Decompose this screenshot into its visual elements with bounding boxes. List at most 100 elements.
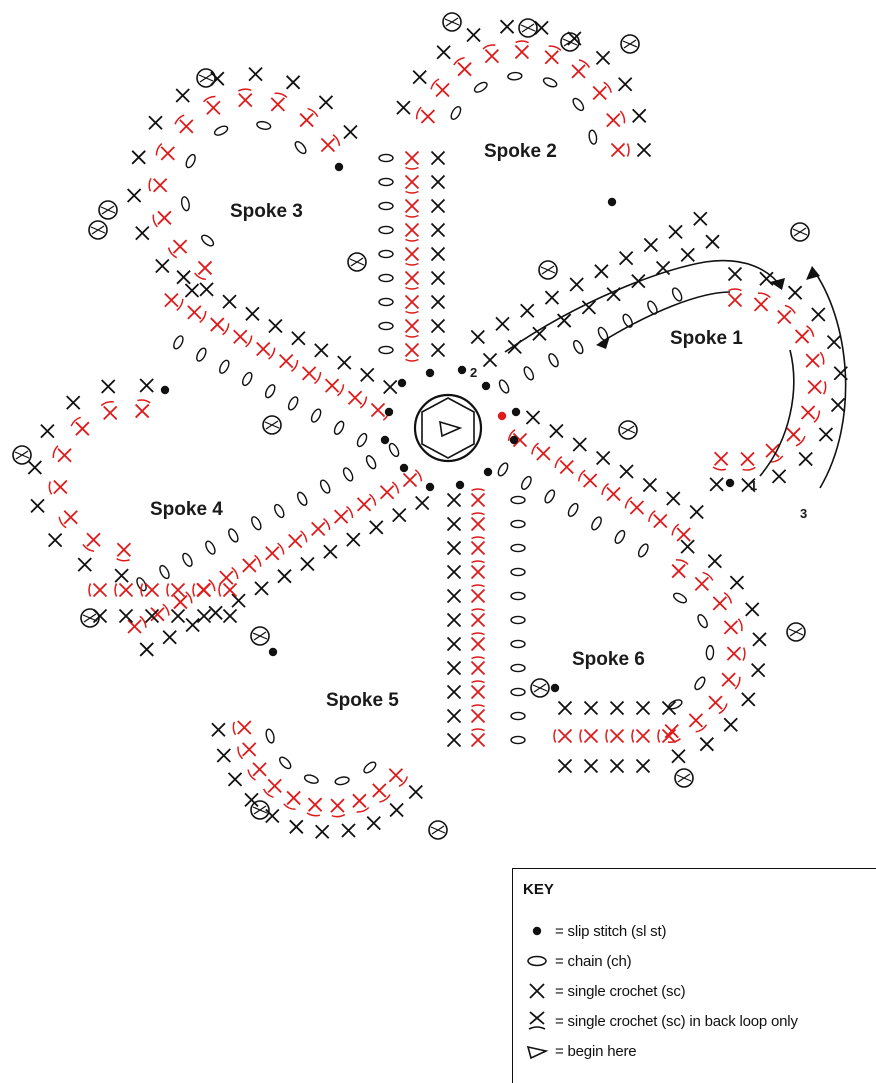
single-crochet-mark bbox=[448, 734, 461, 747]
single-crochet-mark bbox=[413, 71, 426, 84]
back-loop-mark bbox=[357, 808, 369, 813]
single-crochet-mark bbox=[67, 396, 80, 409]
spoke-5-label: Spoke 5 bbox=[326, 690, 399, 711]
single-crochet-mark bbox=[432, 200, 445, 213]
single-crochet-mark bbox=[484, 354, 497, 367]
single-crochet-mark bbox=[620, 465, 633, 478]
back-loop-mark bbox=[177, 299, 183, 310]
back-loop-mark bbox=[346, 506, 352, 517]
single-crochet-mark bbox=[49, 534, 62, 547]
chain-mark bbox=[293, 140, 308, 155]
single-crochet-mark bbox=[384, 381, 397, 394]
single-crochet-mark bbox=[448, 686, 461, 699]
single-crochet-mark bbox=[280, 355, 293, 368]
slip-stitch-mark bbox=[426, 483, 434, 491]
single-crochet-mark bbox=[681, 248, 694, 261]
single-crochet-mark bbox=[278, 570, 291, 583]
single-crochet-mark bbox=[654, 515, 667, 528]
single-crochet-mark bbox=[432, 344, 445, 357]
single-crochet-mark bbox=[409, 785, 422, 798]
single-crochet-mark bbox=[448, 518, 461, 531]
back-loop-mark bbox=[472, 657, 485, 659]
back-loop-mark bbox=[238, 89, 251, 91]
single-crochet-mark bbox=[799, 452, 812, 465]
single-crochet-mark bbox=[87, 533, 100, 546]
single-crochet-mark bbox=[140, 379, 153, 392]
chain-mark bbox=[543, 489, 556, 505]
back-loop-mark bbox=[658, 730, 660, 743]
chain-ring-mark bbox=[15, 451, 29, 459]
chain-mark bbox=[342, 467, 355, 483]
chain-ring-mark bbox=[265, 421, 279, 429]
slip-stitch-mark bbox=[400, 464, 408, 472]
back-loop-mark bbox=[269, 348, 275, 359]
chain-mark bbox=[379, 226, 393, 233]
single-crochet-mark bbox=[436, 83, 449, 96]
single-crochet-mark bbox=[570, 278, 583, 291]
slip-stitch-mark bbox=[385, 408, 393, 416]
back-loop-mark bbox=[735, 677, 740, 689]
slip-stitch-mark bbox=[551, 684, 559, 692]
back-loop-mark bbox=[406, 168, 419, 170]
back-loop-mark bbox=[284, 804, 296, 809]
back-loop-mark bbox=[472, 705, 485, 707]
slip-stitch-mark bbox=[398, 379, 406, 387]
single-crochet-mark bbox=[432, 248, 445, 261]
single-crochet-mark bbox=[596, 51, 609, 64]
slip-stitch-mark bbox=[512, 408, 520, 416]
back-loop-mark bbox=[156, 144, 161, 156]
single-crochet-mark bbox=[367, 817, 380, 830]
single-crochet-mark bbox=[802, 406, 815, 419]
single-crochet-mark bbox=[665, 725, 678, 738]
chain-ring-mark bbox=[521, 24, 535, 32]
chain-mark bbox=[693, 676, 707, 692]
slip-stitch-mark bbox=[161, 386, 169, 394]
slip-stitch-icon bbox=[523, 919, 555, 943]
slip-stitch-mark bbox=[456, 481, 464, 489]
chain-mark bbox=[671, 287, 684, 303]
back-loop-mark bbox=[117, 559, 130, 561]
chain-mark bbox=[388, 442, 401, 458]
back-loop-mark bbox=[238, 747, 243, 759]
single-crochet-mark bbox=[472, 662, 485, 675]
chain-ring-mark bbox=[199, 74, 213, 82]
back-loop-mark bbox=[758, 293, 770, 297]
back-loop-mark bbox=[278, 543, 284, 554]
single-crochet-mark bbox=[585, 702, 598, 715]
chain-mark bbox=[511, 544, 525, 551]
single-crochet-mark bbox=[287, 76, 300, 89]
back-loop-mark bbox=[820, 352, 823, 365]
single-crochet-mark bbox=[620, 252, 633, 265]
single-crochet-mark bbox=[585, 730, 598, 743]
single-crochet-mark bbox=[199, 261, 212, 274]
key-item-label: = single crochet (sc) bbox=[555, 983, 685, 1000]
single-crochet-mark bbox=[545, 51, 558, 64]
back-loop-mark bbox=[292, 360, 298, 371]
single-crochet-mark bbox=[338, 356, 351, 369]
single-crochet-mark bbox=[239, 94, 252, 107]
single-crochet-mark bbox=[349, 391, 362, 404]
chain-mark bbox=[511, 688, 525, 695]
single-crochet-mark bbox=[828, 336, 841, 349]
single-crochet-mark bbox=[700, 738, 713, 751]
chain-mark bbox=[204, 540, 217, 556]
single-crochet-mark bbox=[344, 126, 357, 139]
single-crochet-mark bbox=[467, 29, 480, 42]
back-loop-mark bbox=[406, 240, 419, 242]
single-crochet-mark bbox=[331, 799, 344, 812]
single-crochet-mark bbox=[31, 499, 44, 512]
single-crochet-mark bbox=[572, 65, 585, 78]
single-crochet-mark bbox=[472, 638, 485, 651]
single-crochet-mark bbox=[432, 296, 445, 309]
single-crochet-mark bbox=[120, 610, 133, 623]
back-loop-mark bbox=[406, 312, 419, 314]
single-crochet-mark bbox=[706, 235, 719, 248]
single-crochet-mark bbox=[209, 606, 222, 619]
chain-mark bbox=[379, 274, 393, 281]
chain-ring-mark bbox=[789, 628, 803, 636]
back-loop-mark bbox=[472, 513, 485, 515]
back-loop-mark bbox=[743, 648, 745, 661]
single-crochet-mark bbox=[416, 496, 429, 509]
back-loop-mark bbox=[814, 410, 819, 422]
key-item-slip-stitch: = slip stitch (sl st) bbox=[523, 919, 666, 943]
